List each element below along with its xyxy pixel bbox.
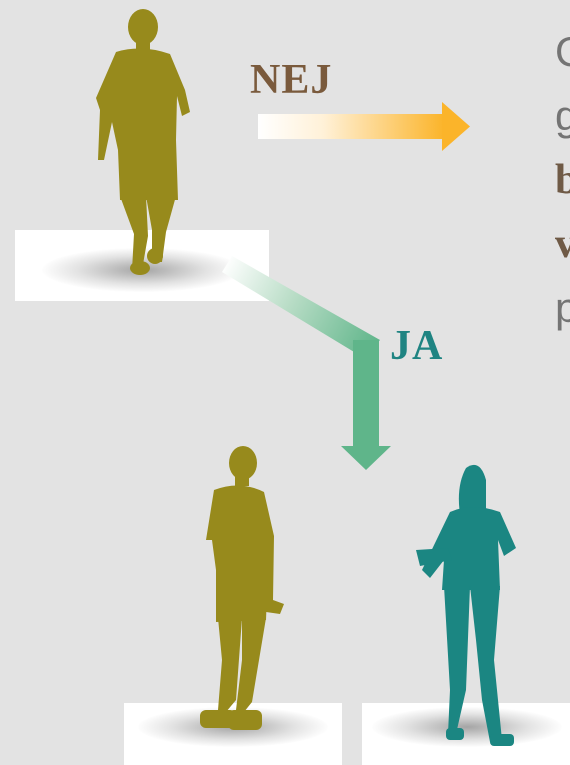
yes-label: JA <box>390 322 443 370</box>
right-text-line: b <box>555 148 570 212</box>
right-text-line: g <box>555 84 570 148</box>
no-arrow <box>258 102 470 151</box>
woman-with-clipboard-silhouette-icon <box>416 465 516 746</box>
right-text-line: G <box>555 20 570 84</box>
yes-arrow <box>222 256 391 470</box>
right-text-line: p <box>555 276 570 340</box>
standing-man-silhouette-icon <box>200 446 284 730</box>
right-text-block: G g b v p <box>555 20 570 340</box>
walking-man-silhouette-icon <box>96 9 190 275</box>
no-label: NEJ <box>250 56 332 104</box>
right-text-line: v <box>555 212 570 276</box>
